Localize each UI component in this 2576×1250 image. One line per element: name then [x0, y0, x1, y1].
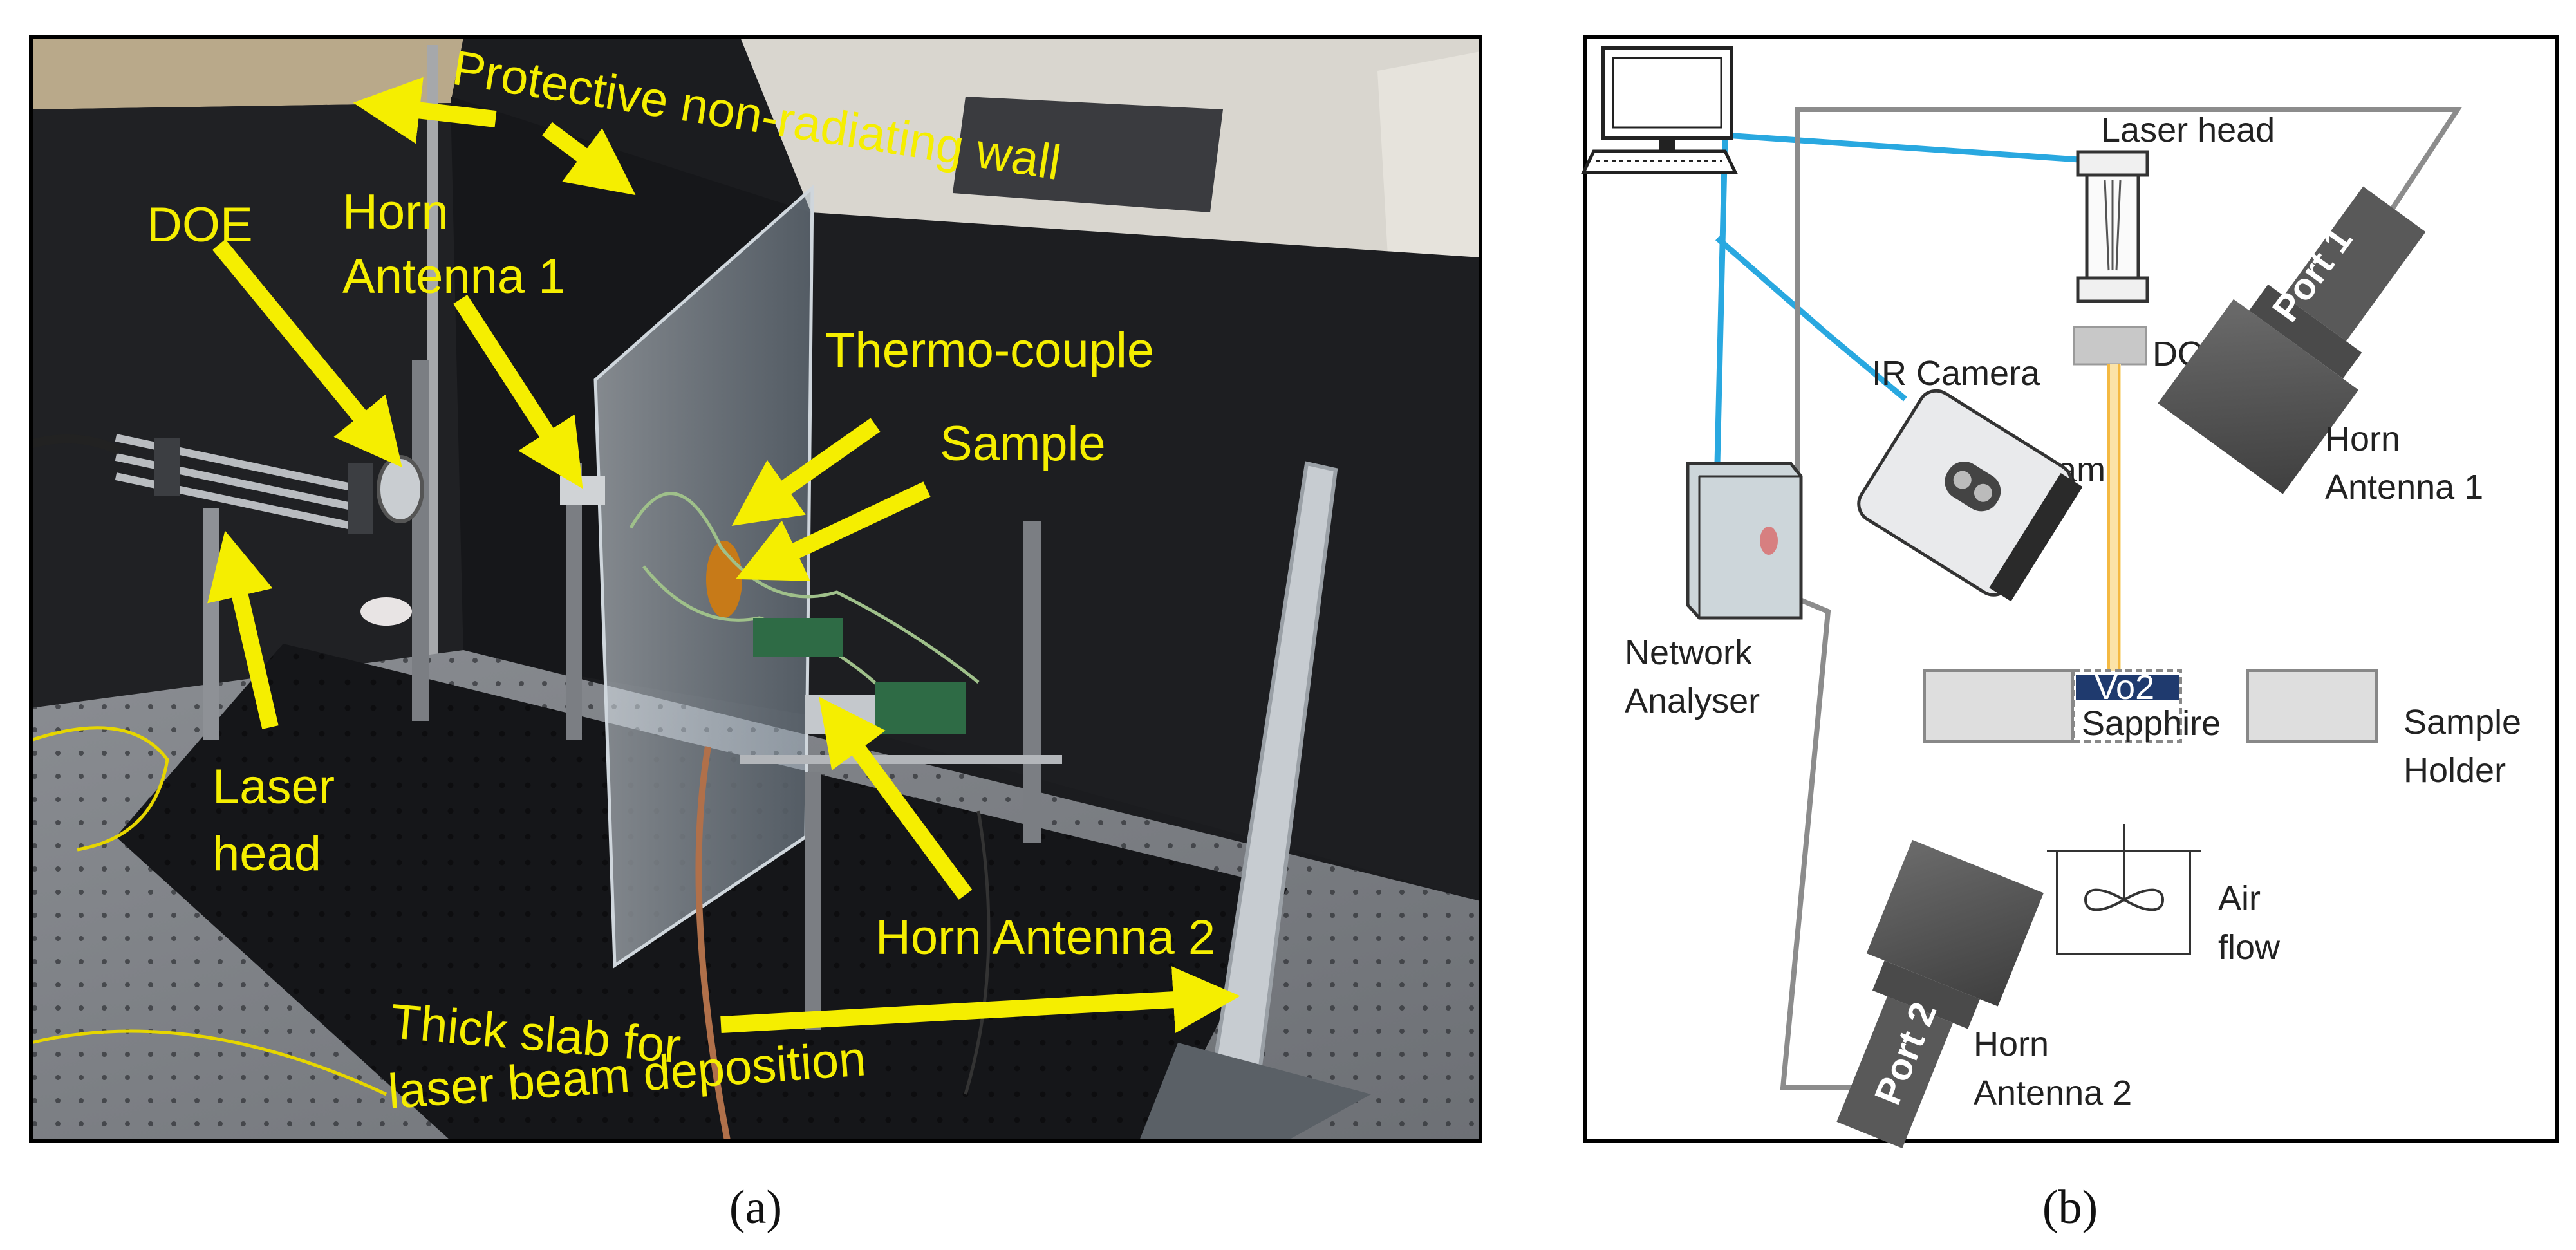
caption-b: (b) — [2042, 1181, 2098, 1234]
ir-camera — [1857, 389, 2083, 602]
label-na-line2: Analyser — [1625, 682, 1760, 720]
room-wall-left — [31, 37, 463, 109]
label-horn2: Horn Antenna 2 — [875, 910, 1215, 965]
arrow-horn2 — [819, 696, 973, 900]
label-horn2-b-line2: Antenna 2 — [1974, 1074, 2132, 1112]
circuit-board — [753, 618, 843, 657]
caption-a: (a) — [729, 1181, 782, 1234]
grey-box — [1139, 1043, 1371, 1141]
label-horn1-b-line1: Horn — [2325, 420, 2400, 458]
arrow-doe — [212, 239, 402, 468]
label-horn2-b-line1: Horn — [1974, 1025, 2049, 1063]
label-holder-line1: Sample — [2403, 703, 2521, 742]
horn-antenna-1 — [2158, 186, 2426, 494]
pole — [427, 45, 438, 702]
arrow-wall-left — [353, 77, 497, 144]
fan-icon — [2047, 824, 2201, 955]
arrow-wall-right — [542, 122, 636, 196]
cloth — [1377, 51, 1480, 303]
horn1-mount — [560, 476, 605, 505]
laser-head-cage — [30, 434, 373, 534]
label-thermocouple: Thermo-couple — [825, 323, 1154, 378]
label-horn1-b-line2: Antenna 1 — [2325, 468, 2483, 507]
blue-cables — [1714, 132, 2080, 464]
grey-cables — [1780, 107, 2463, 1090]
post-right — [1023, 521, 1041, 843]
horn-antenna-2 — [1836, 839, 2044, 1148]
doe-element — [2073, 326, 2147, 366]
laser-beam — [2107, 364, 2121, 676]
vo2-layer — [2076, 675, 2179, 700]
arrow-sample — [735, 481, 931, 581]
equipment-box — [953, 97, 1223, 212]
label-horn1-line2: Antenna 1 — [342, 249, 566, 304]
label-na-line1: Network — [1625, 633, 1753, 672]
panel-b-schematic: Laser head DOE Beam IR Camera Port 1 Hor… — [1581, 35, 2559, 1148]
petri-dish — [360, 597, 412, 626]
label-ir-camera: IR Camera — [1872, 354, 2040, 393]
label-sapphire: Sapphire — [2082, 704, 2221, 743]
post-doe — [412, 360, 429, 721]
doe-mount — [377, 455, 424, 523]
wall-panel-right — [805, 212, 1480, 901]
post-laser — [203, 508, 219, 740]
panel-a-photo: Protective non-radiating wall DOE Horn A… — [29, 35, 1482, 1143]
post-front — [805, 772, 821, 1030]
wall-panel-left — [31, 103, 463, 721]
label-laser-head: Laser head — [2101, 111, 2275, 149]
label-doe: DOE — [147, 198, 253, 252]
network-analyser — [1686, 462, 1803, 620]
panel-a-frame — [29, 35, 1482, 1143]
laser-head — [2076, 150, 2149, 303]
label-laser-line2: head — [212, 826, 321, 881]
arrow-horn1 — [453, 294, 583, 489]
arrow-slab — [720, 966, 1240, 1034]
label-horn1-line1: Horn — [342, 185, 449, 239]
label-sample: Sample — [940, 416, 1106, 471]
sample-holder — [1923, 669, 2378, 743]
label-laser-line1: Laser — [212, 760, 335, 814]
annotation-arrows — [207, 77, 1240, 1034]
computer-icon — [1581, 46, 1738, 174]
arrow-laser-head — [207, 530, 279, 729]
label-holder-line2: Holder — [2403, 751, 2506, 790]
label-air-line2: flow — [2218, 928, 2281, 967]
label-air-line1: Air — [2218, 879, 2261, 918]
copper-cable — [695, 746, 731, 1141]
yellow-cable — [30, 726, 169, 852]
arrow-thermocouple — [731, 418, 881, 526]
post-horn1 — [566, 463, 582, 740]
label-vo2: Vo2 — [2095, 668, 2154, 707]
